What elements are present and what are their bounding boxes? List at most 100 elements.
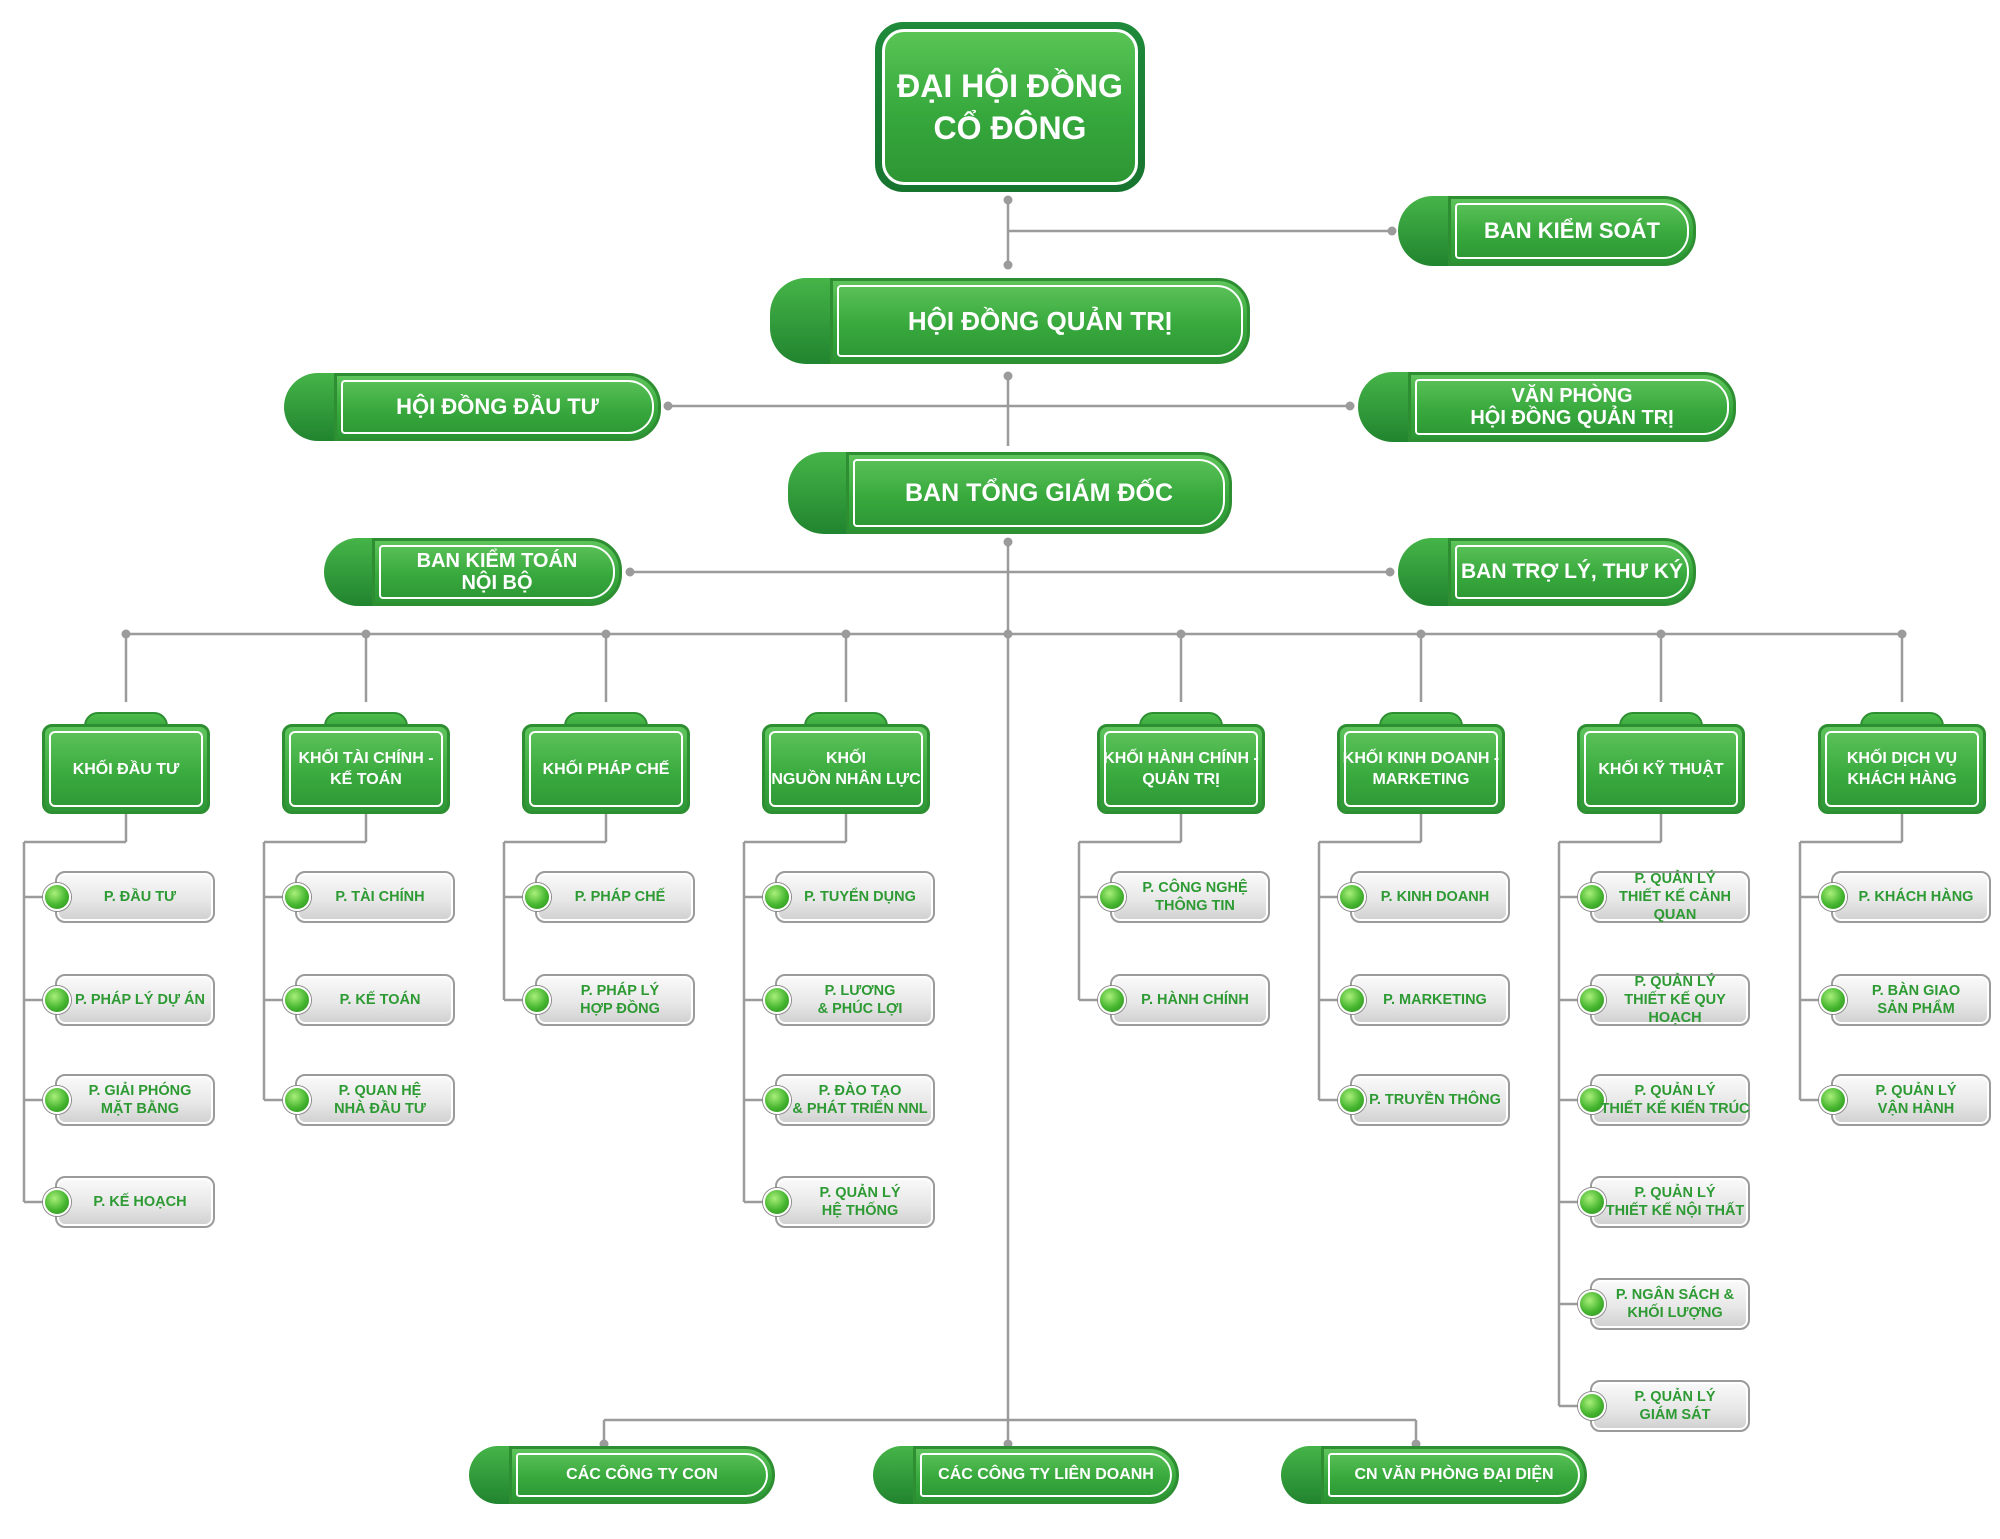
department-p-phap-che: P. PHÁP CHẾ <box>523 871 695 923</box>
division-label: KHỐI KỸ THUẬT <box>1598 760 1724 778</box>
pill-face <box>846 452 1232 534</box>
department-body <box>1590 1074 1750 1126</box>
department-p-truyen-thong: P. TRUYỀN THÔNG <box>1338 1074 1510 1126</box>
bullet-dot-icon <box>1819 986 1847 1014</box>
department-p-ke-toan: P. KẾ TOÁN <box>283 974 455 1026</box>
department-body <box>1350 974 1510 1026</box>
department-body <box>1110 871 1270 923</box>
department-p-giai-phong-mat-bang: P. GIẢI PHÓNG MẶT BẰNG <box>43 1074 215 1126</box>
division-khoi-ky-thuat: KHỐI KỸ THUẬT <box>1577 712 1745 814</box>
bullet-dot-icon <box>283 1086 311 1114</box>
division-label: KHỐI PHÁP CHẾ <box>542 760 670 778</box>
division-khoi-dich-vu-khach-hang: KHỐI DỊCH VỤ KHÁCH HÀNG <box>1818 712 1986 814</box>
department-label: P. PHÁP LÝ DỰ ÁN <box>75 992 205 1008</box>
node-label: BAN TRỢ LÝ, THƯ KÝ <box>1461 560 1683 583</box>
bullet-dot-icon <box>1098 986 1126 1014</box>
node-label: CN VĂN PHÒNG ĐẠI DIỆN <box>1354 1466 1554 1483</box>
department-p-ke-hoach: P. KẾ HOẠCH <box>43 1176 215 1228</box>
division-body <box>42 724 210 814</box>
division-label: KHỐI KINH DOANH - MARKETING <box>1342 750 1500 788</box>
bottom-cn-van-phong-dai-dien: CN VĂN PHÒNG ĐẠI DIỆN <box>1281 1446 1587 1504</box>
division-label: KHỐI HÀNH CHÍNH - QUẢN TRỊ <box>1103 750 1259 788</box>
division-body <box>522 724 690 814</box>
department-label: P. ĐÀO TẠO & PHÁT TRIỂN NNL <box>792 1083 928 1117</box>
division-body <box>1337 724 1505 814</box>
department-label: P. ĐẦU TƯ <box>103 889 177 905</box>
connector-dot <box>1003 371 1013 381</box>
connector-dot <box>1387 226 1397 236</box>
department-p-quan-he-nha-dau-tu: P. QUAN HỆ NHÀ ĐẦU TƯ <box>283 1074 455 1126</box>
department-label: P. KINH DOANH <box>1380 889 1490 905</box>
node-van-phong-hdqt: VĂN PHÒNG HỘI ĐỒNG QUẢN TRỊ <box>1358 372 1736 442</box>
pill-face <box>372 538 622 606</box>
bullet-dot-icon <box>1819 1086 1847 1114</box>
connector-dot <box>1003 629 1013 639</box>
department-label: P. QUẢN LÝ THIẾT KẾ KIẾN TRÚC <box>1600 1083 1750 1117</box>
department-body <box>1590 974 1750 1026</box>
department-label: P. QUẢN LÝ THIẾT KẾ NỘI THẤT <box>1605 1185 1745 1219</box>
connector-dot <box>1345 401 1355 411</box>
division-khoi-tai-chinh-ke-toan: KHỐI TÀI CHÍNH - KẾ TOÁN <box>282 712 450 814</box>
department-p-dau-tu: P. ĐẦU TƯ <box>43 871 215 923</box>
department-body <box>535 871 695 923</box>
division-khoi-dau-tu: KHỐI ĐẦU TƯ <box>42 712 210 814</box>
bullet-dot-icon <box>763 986 791 1014</box>
pill-face <box>509 1446 775 1504</box>
division-body <box>1097 724 1265 814</box>
department-label: P. CÔNG NGHỆ THÔNG TIN <box>1142 880 1248 914</box>
bullet-dot-icon <box>1338 883 1366 911</box>
bullet-dot-icon <box>1578 883 1606 911</box>
division-body <box>282 724 450 814</box>
bullet-dot-icon <box>763 883 791 911</box>
department-p-phap-ly-du-an: P. PHÁP LÝ DỰ ÁN <box>43 974 215 1026</box>
department-body <box>1590 1380 1750 1432</box>
node-ban-kiem-soat: BAN KIỂM SOÁT <box>1398 196 1696 266</box>
connector-dot <box>663 401 673 411</box>
department-label: P. QUẢN LÝ THIẾT KẾ CẢNH QUAN <box>1619 871 1731 923</box>
bottom-cac-cong-ty-lien-doanh: CÁC CÔNG TY LIÊN DOANH <box>873 1446 1179 1504</box>
bullet-dot-icon <box>283 883 311 911</box>
connector-dot <box>1003 537 1013 547</box>
division-khoi-nguon-nhan-luc: KHỐI NGUỒN NHÂN LỰC <box>762 712 930 814</box>
division-label: KHỐI TÀI CHÍNH - KẾ TOÁN <box>298 750 434 788</box>
node-ban-tro-ly-thu-ky: BAN TRỢ LÝ, THƯ KÝ <box>1398 538 1696 606</box>
pill-face <box>830 278 1250 364</box>
department-p-marketing: P. MARKETING <box>1338 974 1510 1026</box>
department-p-luong-phuc-loi: P. LƯƠNG & PHÚC LỢI <box>763 974 935 1026</box>
department-label: P. MARKETING <box>1383 992 1487 1008</box>
bullet-dot-icon <box>1819 883 1847 911</box>
node-label: HỘI ĐỒNG ĐẦU TƯ <box>396 394 599 419</box>
bullet-dot-icon <box>1338 986 1366 1014</box>
node-ban-kiem-toan-noi-bo: BAN KIỂM TOÁN NỘI BỘ <box>324 538 622 606</box>
division-body <box>1818 724 1986 814</box>
department-p-quan-ly-thiet-ke-canh-quan: P. QUẢN LÝ THIẾT KẾ CẢNH QUAN <box>1578 871 1750 923</box>
node-dai-hoi-dong-co-dong: ĐẠI HỘI ĐỒNG CỔ ĐÔNG <box>875 22 1145 192</box>
department-label: P. QUAN HỆ NHÀ ĐẦU TƯ <box>334 1083 426 1117</box>
division-label: KHỐI ĐẦU TƯ <box>72 760 180 778</box>
division-label: KHỐI DỊCH VỤ KHÁCH HÀNG <box>1846 750 1958 788</box>
pill-face <box>1448 538 1696 606</box>
department-body <box>295 974 455 1026</box>
bullet-dot-icon <box>523 883 551 911</box>
department-label: P. KHÁCH HÀNG <box>1858 889 1974 905</box>
department-label: P. HÀNH CHÍNH <box>1141 992 1249 1008</box>
bullet-dot-icon <box>763 1188 791 1216</box>
division-khoi-kinh-doanh-marketing: KHỐI KINH DOANH - MARKETING <box>1337 712 1505 814</box>
department-body <box>295 871 455 923</box>
department-label: P. KẾ HOẠCH <box>93 1194 187 1210</box>
department-body <box>535 974 695 1026</box>
department-body <box>1350 1074 1510 1126</box>
department-body <box>55 1074 215 1126</box>
department-body <box>1590 871 1750 923</box>
department-p-phap-ly-hop-dong: P. PHÁP LÝ HỢP ĐỒNG <box>523 974 695 1026</box>
bullet-dot-icon <box>763 1086 791 1114</box>
connector-dot <box>1003 195 1013 205</box>
bullet-dot-icon <box>1338 1086 1366 1114</box>
department-label: P. PHÁP CHẾ <box>574 889 666 905</box>
bullet-dot-icon <box>43 1188 71 1216</box>
node-label: HỘI ĐỒNG QUẢN TRỊ <box>907 306 1173 336</box>
node-label: BAN TỔNG GIÁM ĐỐC <box>904 479 1174 507</box>
department-p-quan-ly-thiet-ke-noi-that: P. QUẢN LÝ THIẾT KẾ NỘI THẤT <box>1578 1176 1750 1228</box>
bullet-dot-icon <box>43 1086 71 1114</box>
department-body <box>1110 974 1270 1026</box>
